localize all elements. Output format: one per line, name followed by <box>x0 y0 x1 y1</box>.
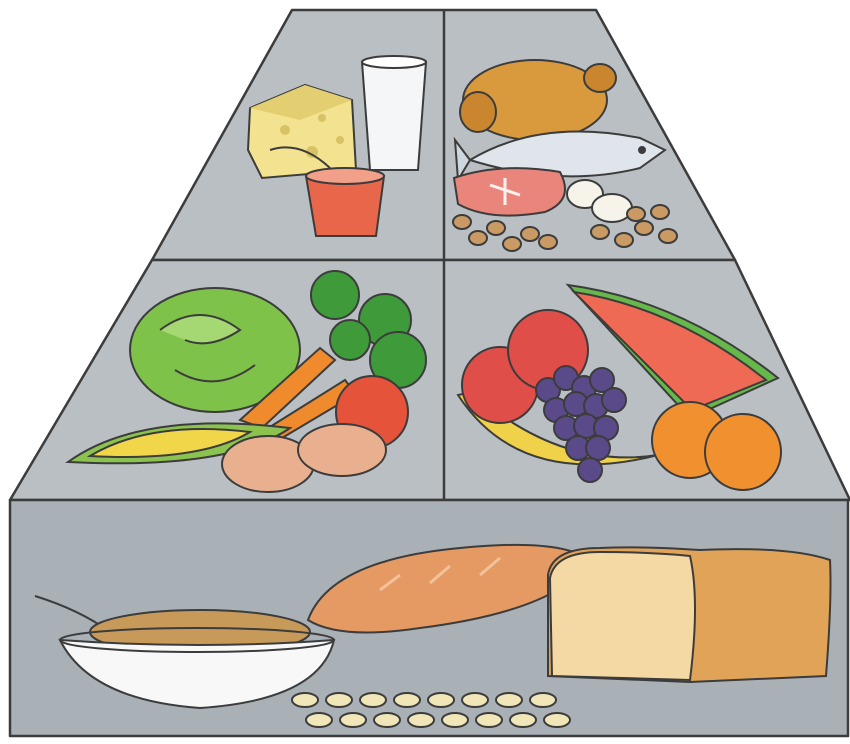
pasta-piece <box>510 713 536 727</box>
pasta-piece <box>476 713 502 727</box>
nut <box>487 221 505 235</box>
pasta-piece <box>544 713 570 727</box>
nut <box>659 229 677 243</box>
nut <box>651 205 669 219</box>
grape <box>586 436 610 460</box>
steak <box>454 168 565 215</box>
nut <box>539 235 557 249</box>
nut <box>521 227 539 241</box>
pasta-piece <box>374 713 400 727</box>
pasta-piece <box>496 693 522 707</box>
nut <box>503 237 521 251</box>
pasta-piece <box>462 693 488 707</box>
pasta-piece <box>326 693 352 707</box>
nut <box>615 233 633 247</box>
nut <box>635 221 653 235</box>
nut <box>591 225 609 239</box>
bread-loaf <box>548 547 831 682</box>
pasta-piece <box>428 693 454 707</box>
pasta-piece <box>408 713 434 727</box>
pasta-piece <box>292 693 318 707</box>
pasta-piece <box>442 713 468 727</box>
pasta-piece <box>360 693 386 707</box>
nut <box>627 207 645 221</box>
pasta-piece <box>306 713 332 727</box>
grape <box>602 388 626 412</box>
pasta-piece <box>530 693 556 707</box>
nut <box>469 231 487 245</box>
grape <box>578 458 602 482</box>
pasta-piece <box>340 713 366 727</box>
pasta-piece <box>394 693 420 707</box>
nut <box>453 215 471 229</box>
milk-glass <box>362 56 426 170</box>
